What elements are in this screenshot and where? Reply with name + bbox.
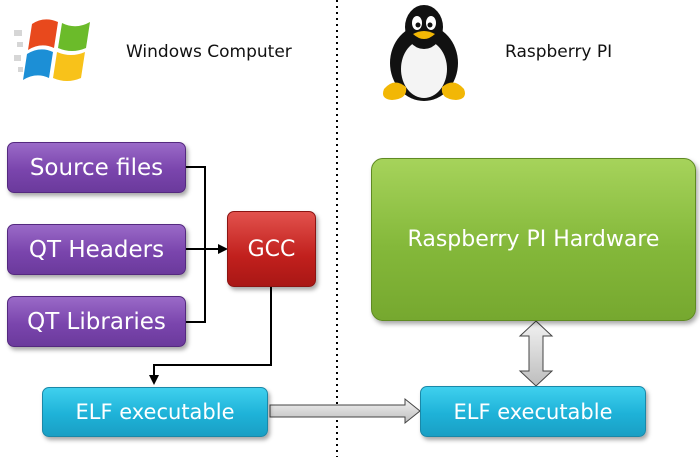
source-files-box: Source files xyxy=(7,142,186,193)
raspberry-pi-hardware-box: Raspberry PI Hardware xyxy=(371,158,696,321)
qt-libraries-box: QT Libraries xyxy=(7,296,186,347)
hardware-link-arrow xyxy=(518,320,554,387)
elf-executable-windows-box: ELF executable xyxy=(42,387,268,437)
qt-headers-box: QT Headers xyxy=(7,224,186,275)
raspberry-pi-title: Raspberry PI xyxy=(505,42,613,62)
windows-logo-icon xyxy=(14,19,90,81)
tux-penguin-icon xyxy=(383,5,465,101)
arrow-gcc-to-elf xyxy=(149,287,272,385)
windows-computer-title: Windows Computer xyxy=(126,42,292,62)
transfer-arrow xyxy=(269,397,421,425)
gcc-box: GCC xyxy=(227,211,316,287)
input-bracket xyxy=(186,166,206,323)
elf-executable-pi-box: ELF executable xyxy=(420,386,646,437)
